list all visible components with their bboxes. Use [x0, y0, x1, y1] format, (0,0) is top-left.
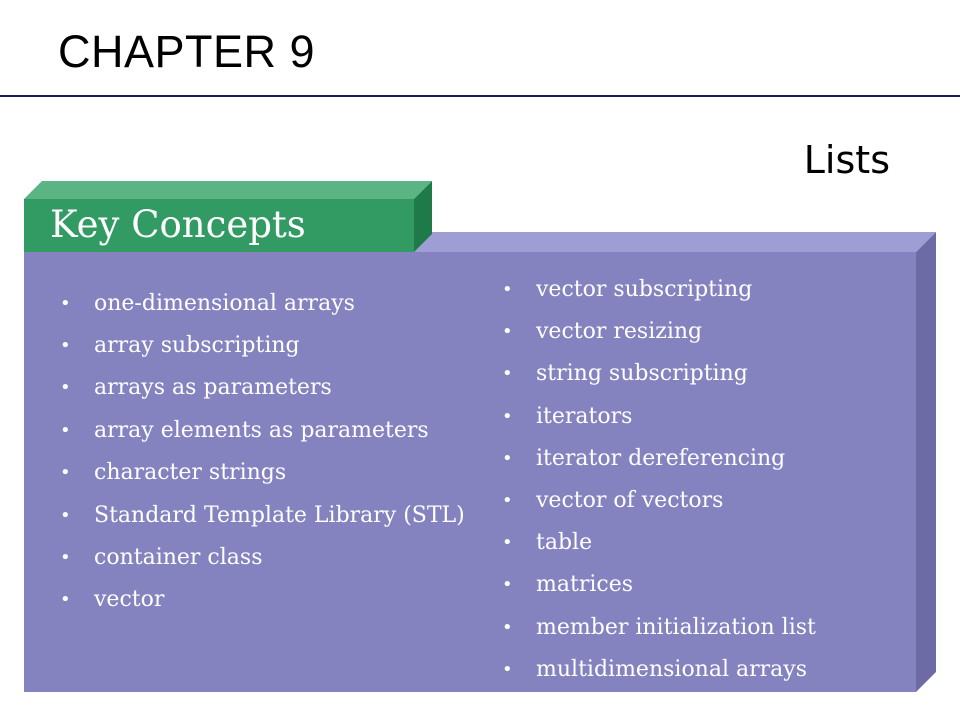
list-item: matrices	[502, 569, 912, 601]
list-item: iterators	[502, 401, 912, 433]
slide-subtitle: Lists	[803, 138, 890, 182]
tab-top-face	[24, 181, 432, 199]
list-item: iterator dereferencing	[502, 443, 912, 475]
list-item: vector	[60, 584, 480, 616]
list-item: character strings	[60, 457, 480, 489]
list-item: vector resizing	[502, 316, 912, 348]
list-item: Standard Template Library (STL)	[60, 499, 480, 532]
concepts-list-left: one-dimensional arrays array subscriptin…	[60, 288, 480, 626]
list-item: one-dimensional arrays	[60, 288, 480, 320]
list-item: multidimensional arrays	[502, 654, 912, 686]
title-divider	[0, 95, 960, 97]
list-item: array subscripting	[60, 330, 480, 362]
concepts-list-right: vector subscripting vector resizing stri…	[502, 274, 912, 696]
tab-front-face	[24, 199, 414, 252]
chapter-title: CHAPTER 9	[58, 26, 316, 77]
tab-side-face	[414, 181, 432, 252]
key-concepts-label: Key Concepts	[50, 203, 306, 246]
list-item: array elements as parameters	[60, 414, 480, 447]
list-item: member initialization list	[502, 612, 912, 644]
list-item: vector of vectors	[502, 485, 912, 517]
panel-side-face	[916, 232, 936, 692]
list-item: vector subscripting	[502, 274, 912, 306]
list-item: arrays as parameters	[60, 372, 480, 404]
list-item: string subscripting	[502, 358, 912, 390]
list-item: table	[502, 527, 912, 559]
list-item: container class	[60, 542, 480, 574]
